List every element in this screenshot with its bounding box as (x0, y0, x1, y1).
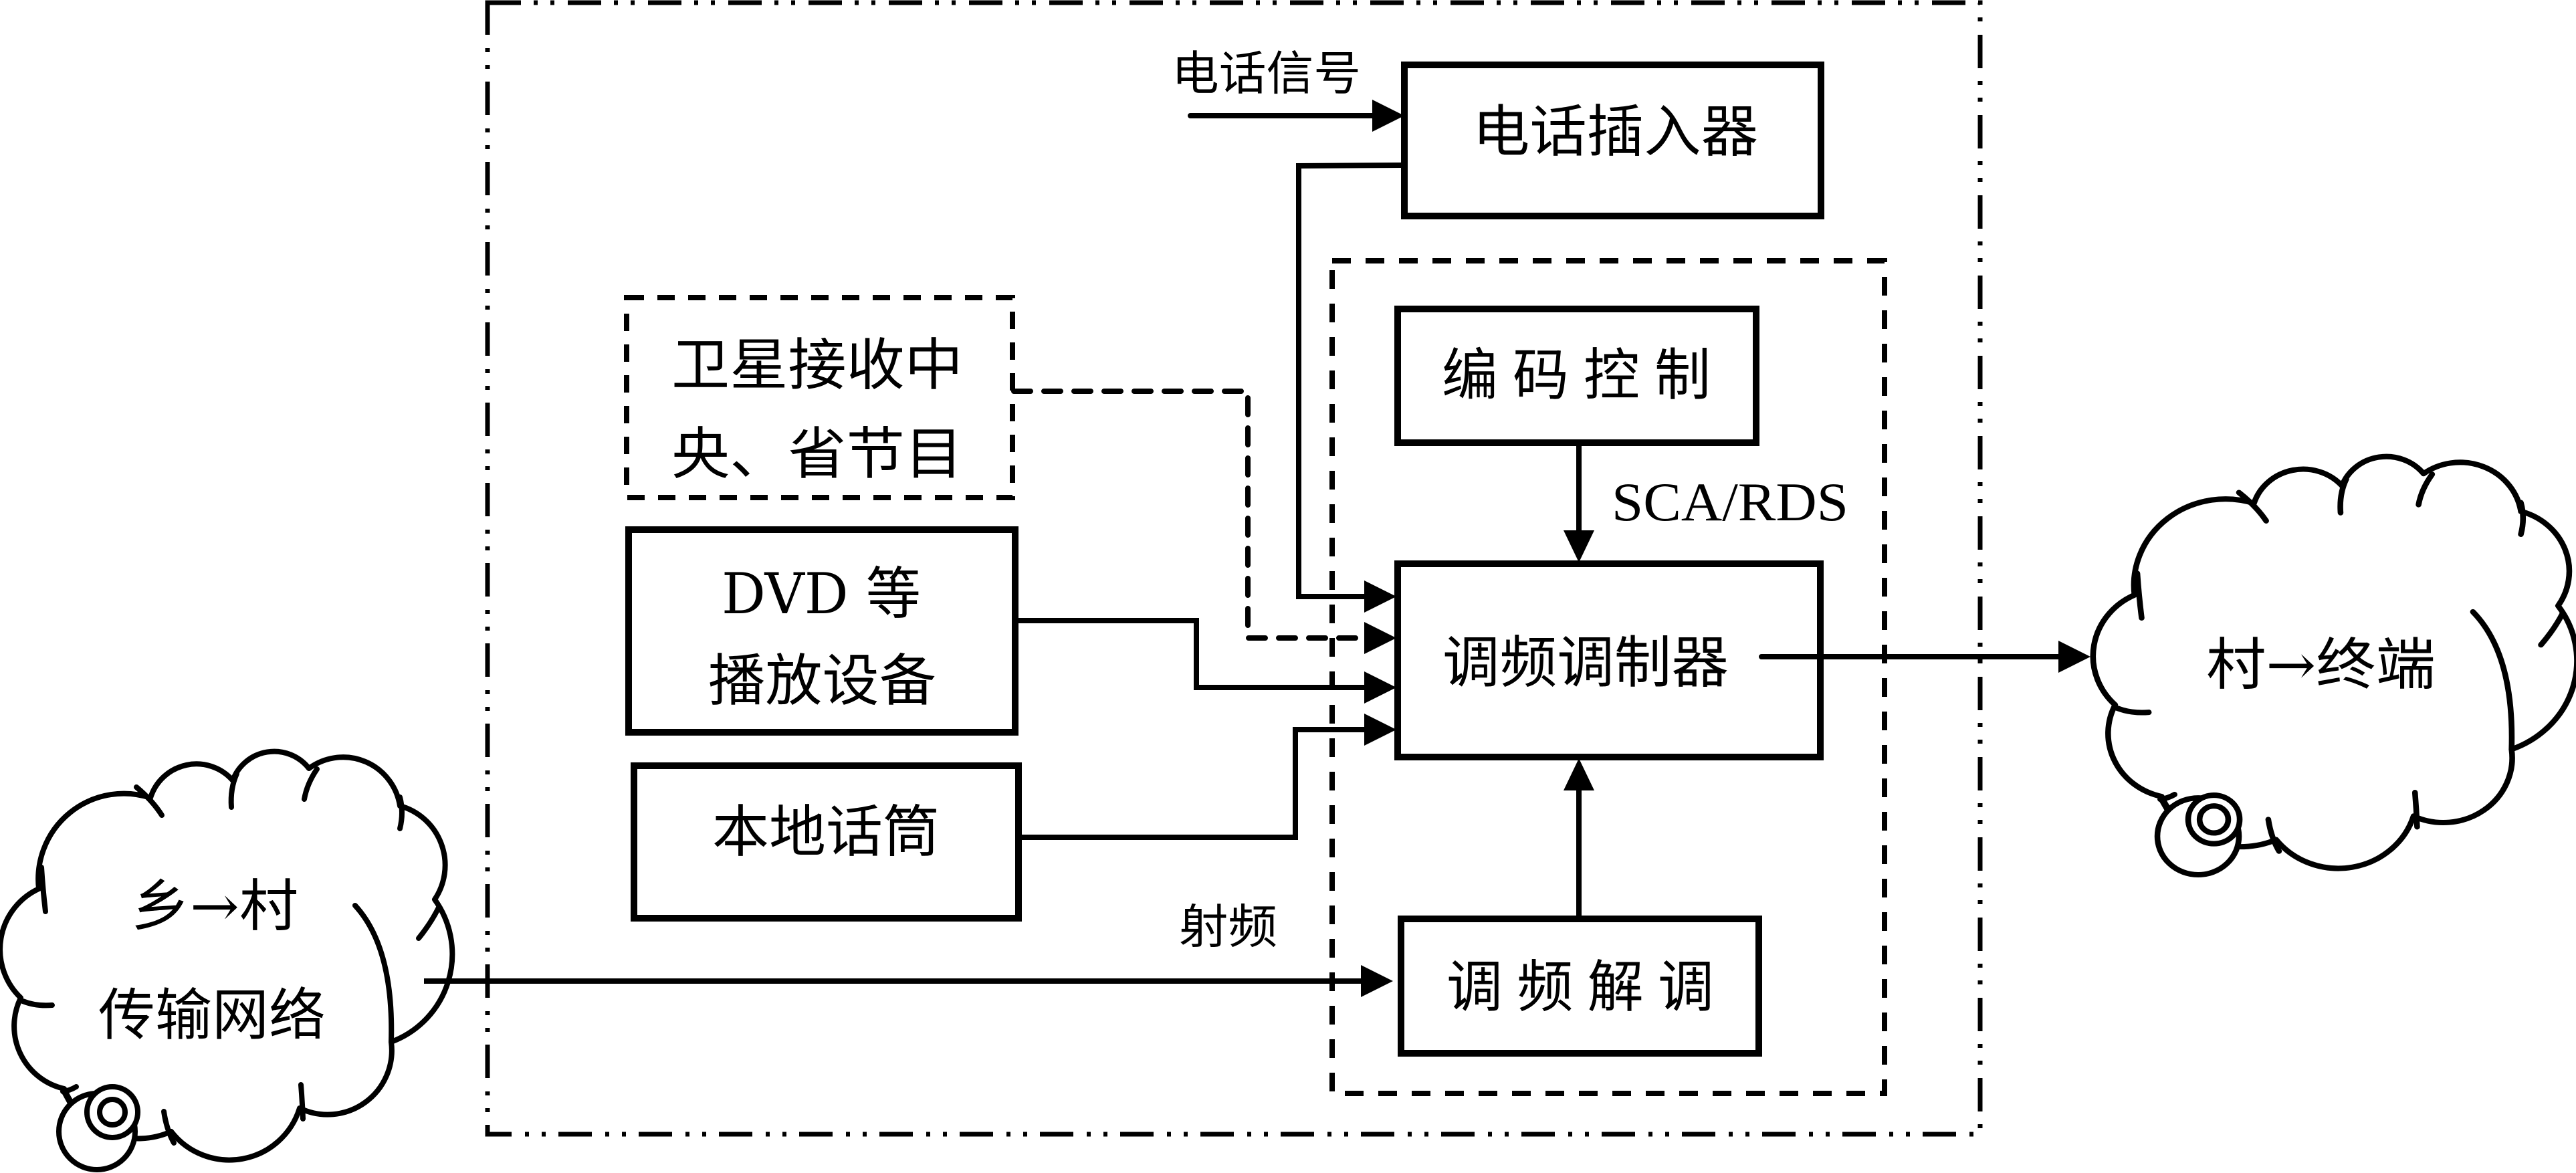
cloud-label: 村→终端 (2206, 632, 2436, 698)
cloud-crease (2337, 476, 2349, 516)
dvd-to-modulator-line (1015, 618, 1368, 690)
satellite-to-modulator-line (1011, 389, 1367, 641)
cloud-crease (352, 903, 395, 1045)
cloud-crease (2236, 490, 2269, 524)
cloud-crease (161, 1109, 177, 1146)
cloud-crease (2265, 817, 2282, 854)
cloud-crease (2411, 790, 2420, 830)
dvd-label-line2: 播放设备 (708, 648, 936, 714)
dvd-player-block (625, 526, 1018, 736)
township-village-network-cloud (0, 748, 455, 1172)
cloud-crease (2470, 609, 2515, 752)
modulator-output-arrowhead (2058, 641, 2090, 673)
cloud-crease (39, 865, 48, 914)
cloud-label-line1: 乡→村 (131, 873, 298, 939)
cloud-crease (397, 794, 405, 831)
phone-signal-arrowhead (1372, 100, 1404, 132)
phone-signal-label: 电话信号 (1172, 46, 1361, 101)
rf-input-arrowhead (1361, 965, 1393, 997)
dvd-label-line1: DVD 等 (722, 561, 921, 627)
sca-rds-label: SCA/RDS (1612, 471, 1848, 532)
cloud-crease (134, 784, 165, 818)
cloud-ear-ring-inner (97, 1097, 128, 1128)
phone-to-modulator-arrowhead (1364, 580, 1396, 613)
dvd-to-modulator-arrowhead (1364, 671, 1396, 704)
rf-label: 射频 (1179, 899, 1277, 954)
satellite-block (624, 295, 1015, 500)
local-microphone-block (631, 762, 1022, 922)
cloud-crease (20, 998, 55, 1008)
station-enclosure (485, 0, 1983, 1137)
fm-unit-enclosure (1329, 258, 1887, 1096)
microphone-to-modulator-arrowhead (1364, 714, 1396, 746)
cloud-crease (2538, 611, 2565, 648)
fm-modulator-label: 调频调制器 (1442, 630, 1729, 696)
sca-rds-arrowhead (1564, 530, 1594, 562)
cloud-label-line2: 传输网络 (98, 982, 326, 1048)
cloud-crease (2114, 706, 2152, 716)
phone-to-modulator-line (1296, 163, 1404, 599)
cloud-crease (416, 905, 441, 941)
satellite-to-modulator-arrowhead (1364, 622, 1396, 654)
phone-inserter-block (1401, 62, 1824, 219)
fm-modulator-block (1394, 560, 1824, 760)
cloud-crease (298, 1082, 306, 1122)
cloud-crease (302, 766, 320, 802)
cloud-crease (228, 771, 239, 810)
village-terminal-cloud (2090, 453, 2576, 878)
fm-demodulator-block (1398, 916, 1762, 1057)
satellite-label-line1: 卫星接收中 (671, 332, 963, 398)
cloud-crease (2518, 500, 2527, 538)
local-microphone-label: 本地话筒 (712, 799, 940, 865)
cloud-ear-ring-inner (2196, 803, 2232, 836)
cloud-crease (2134, 570, 2145, 621)
microphone-to-modulator-line (1018, 727, 1368, 840)
satellite-label-line2: 央、省节目 (671, 421, 963, 487)
demodulator-to-modulator-arrowhead (1564, 758, 1594, 790)
cloud-crease (2416, 471, 2436, 508)
phone-inserter-label: 电话插入器 (1473, 99, 1758, 165)
